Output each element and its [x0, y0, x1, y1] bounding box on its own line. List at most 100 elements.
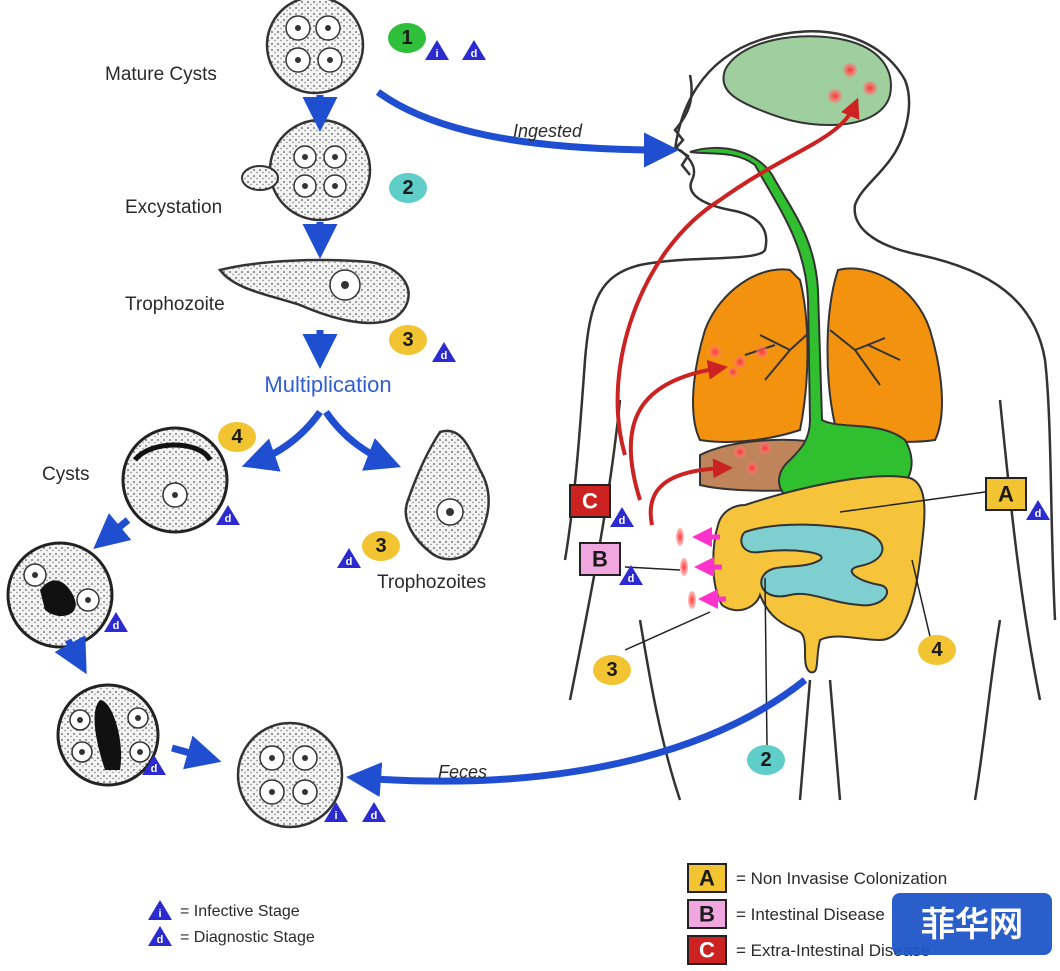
watermark: 菲华网 — [892, 893, 1052, 955]
legend-diagnostic-icon: d — [148, 926, 172, 946]
diagnostic-triangle: d — [362, 802, 386, 822]
box-b-label: B — [592, 547, 608, 572]
box-c — [569, 484, 611, 518]
number-markers: 1 2 3 4 3 3 4 2 — [218, 23, 956, 775]
ulcer-spot — [676, 528, 684, 546]
brain-route-arrow — [615, 97, 860, 456]
svg-text:d: d — [619, 515, 626, 527]
marker-3-body — [593, 655, 631, 685]
svg-text:i: i — [334, 810, 337, 822]
svg-text:d: d — [151, 763, 158, 775]
marker-3 — [389, 325, 427, 355]
marker-2-label: 2 — [402, 177, 413, 199]
lifecycle: Mature Cysts Excystation Trophozoite Mul… — [6, 0, 490, 829]
brain-lesion — [843, 63, 857, 77]
watermark-text: 菲华网 — [921, 906, 1023, 944]
cyst-cell-1 — [121, 426, 229, 534]
legend-box-c — [687, 935, 727, 965]
label-ingested: Ingested — [513, 121, 583, 141]
label-trophozoite: Trophozoite — [125, 294, 225, 315]
lung-lesion — [709, 346, 721, 358]
mature-cyst-cell — [265, 0, 365, 95]
marker-1 — [388, 23, 426, 53]
left-lung — [692, 268, 809, 443]
lung-lesion — [728, 367, 738, 377]
svg-text:d: d — [471, 48, 478, 60]
diagnostic-triangle: d — [1026, 500, 1050, 520]
leader-a — [839, 491, 986, 513]
legend-box-a — [687, 863, 727, 893]
dissemination-arrows — [615, 97, 860, 526]
legend-b-text: = Intestinal Disease — [736, 905, 885, 924]
legend-box-b — [687, 899, 727, 929]
leader-4 — [911, 559, 933, 646]
infective-triangle: i — [324, 802, 348, 822]
infective-triangle: i — [425, 40, 449, 60]
arrow-cyst-2 — [54, 635, 87, 675]
liver-lesion — [759, 442, 771, 454]
label-excystation: Excystation — [125, 197, 222, 218]
diagnostic-triangle: d — [104, 612, 128, 632]
marker-2-body — [747, 745, 785, 775]
ulcer-spot — [680, 558, 688, 576]
legend-c-text: = Extra-Intestinal Disease — [736, 941, 930, 960]
svg-text:i: i — [435, 48, 438, 60]
label-multiplication: Multiplication — [264, 372, 391, 397]
leader-lines — [624, 491, 986, 746]
marker-3-trophozoites — [362, 531, 400, 561]
marker-4-label: 4 — [231, 426, 243, 448]
face-profile — [673, 74, 693, 176]
marker-4-body-label: 4 — [931, 639, 943, 661]
legend-box-b-label: B — [699, 902, 715, 927]
label-feces: Feces — [438, 762, 487, 782]
trophozoite-cell — [217, 258, 410, 325]
excystation-cell — [241, 118, 372, 222]
box-c-label: C — [582, 489, 598, 514]
svg-text:d: d — [113, 620, 120, 632]
diagnostic-triangle: d — [462, 40, 486, 60]
svg-text:d: d — [157, 934, 164, 946]
right-lung — [826, 267, 943, 443]
diagnostic-triangle: d — [216, 505, 240, 525]
cyst-cell-3 — [56, 683, 160, 787]
cyst-cell-2 — [6, 541, 114, 649]
svg-text:d: d — [371, 810, 378, 822]
svg-text:d: d — [225, 513, 232, 525]
legend-infective: = Infective Stage — [180, 903, 300, 920]
arrow-split-left — [241, 409, 323, 472]
marker-4-body — [918, 635, 956, 665]
stage-triangles: i d d d d d d i d d d d — [104, 40, 1050, 822]
leader-2 — [764, 577, 768, 746]
mature-cyst-cell-bottom — [236, 721, 344, 829]
brain-lesion — [828, 89, 842, 103]
legend: i = Infective Stage d = Diagnostic Stage… — [148, 863, 947, 965]
marker-3-trophozoites-label: 3 — [375, 535, 386, 557]
diagnostic-triangle: d — [619, 565, 643, 585]
marker-3-label: 3 — [402, 329, 413, 351]
svg-text:d: d — [441, 350, 448, 362]
brain-lesion — [863, 81, 877, 95]
marker-2-body-label: 2 — [760, 749, 771, 771]
arrow-cyst-3 — [171, 735, 222, 770]
box-a-label: A — [998, 482, 1014, 507]
feces-arrow — [346, 677, 808, 797]
leader-3 — [624, 611, 711, 651]
svg-text:i: i — [158, 908, 161, 920]
legend-box-c-label: C — [699, 938, 715, 963]
small-intestine — [740, 523, 888, 607]
marker-2 — [389, 173, 427, 203]
marker-3-body-label: 3 — [606, 659, 617, 681]
lung-lesion — [756, 346, 768, 358]
box-b — [579, 542, 621, 576]
lung-lesion — [734, 356, 746, 368]
lung-route-arrow — [628, 359, 728, 501]
label-trophozoites: Trophozoites — [377, 572, 486, 593]
svg-text:d: d — [1035, 508, 1042, 520]
liver-route-arrow — [648, 458, 733, 526]
diagnostic-triangle: d — [142, 755, 166, 775]
label-cysts: Cysts — [42, 464, 90, 485]
diagnostic-triangle: d — [337, 548, 361, 568]
ulcer-spot — [688, 591, 696, 609]
lifecycle-arrows — [54, 89, 808, 797]
